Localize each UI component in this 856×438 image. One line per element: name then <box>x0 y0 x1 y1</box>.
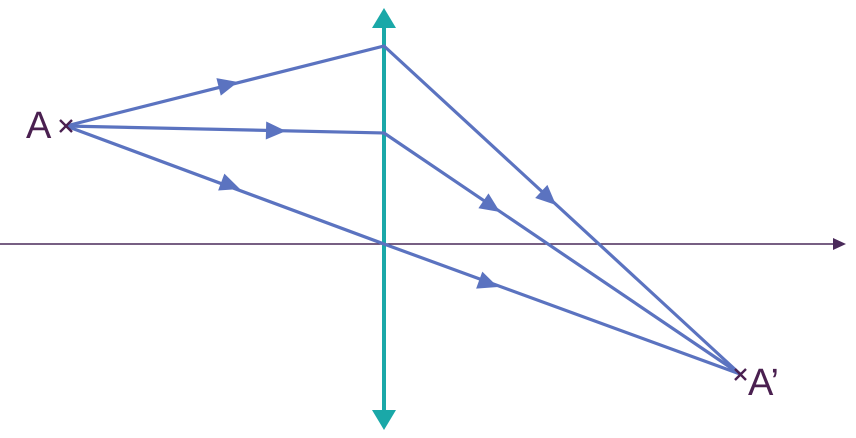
ray-top <box>65 44 742 376</box>
image-point-marker-icon <box>734 368 747 381</box>
ray-middle <box>65 124 741 376</box>
object-point-label: A <box>26 105 52 147</box>
ray-central <box>65 124 741 376</box>
ray-central-refracted-arrow-icon <box>476 271 498 289</box>
ray-top-incoming-arrow-icon <box>216 78 238 96</box>
object-point-marker-icon <box>59 119 73 133</box>
ray-direction-arrows <box>216 78 556 289</box>
rays <box>65 44 742 376</box>
ray-middle-refracted-arrow-icon <box>478 193 500 212</box>
ray-top-refracted-arrow-icon <box>535 184 556 205</box>
ray-middle-incoming-arrow-icon <box>265 121 286 140</box>
optical-axis <box>0 238 846 250</box>
image-point-label: A’ <box>748 362 779 404</box>
converging-lens <box>372 8 396 430</box>
lens-bottom-arrowhead-icon <box>372 410 396 430</box>
ray-central-incoming-arrow-icon <box>218 173 240 191</box>
lens-top-arrowhead-icon <box>372 8 396 28</box>
optical-axis-arrowhead-icon <box>833 238 846 250</box>
